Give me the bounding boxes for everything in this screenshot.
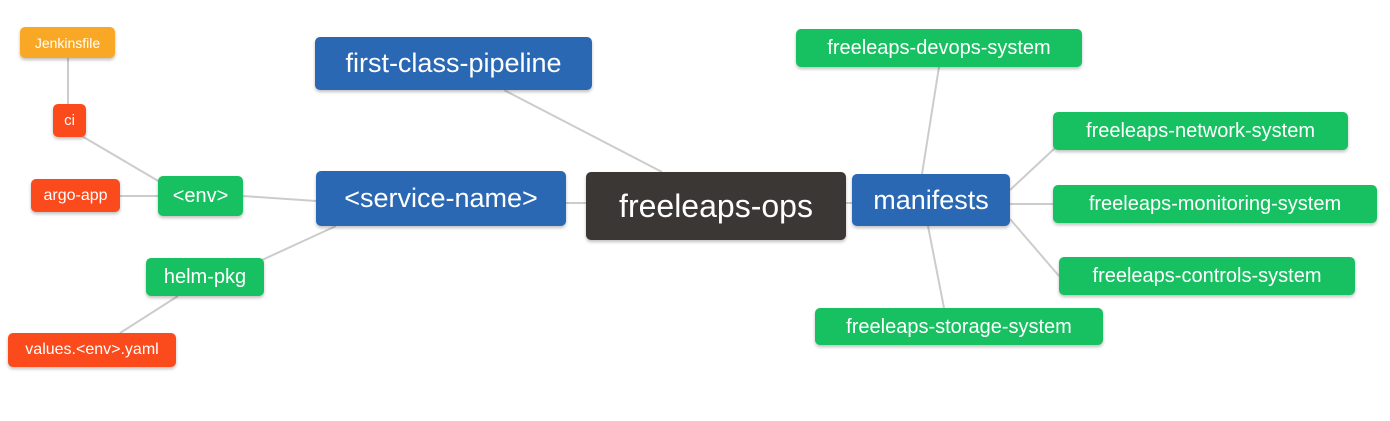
edge-manifests-to-freeleaps-devops-system bbox=[921, 66, 940, 175]
node-freeleaps-ops[interactable]: freeleaps-ops bbox=[586, 172, 846, 240]
node-freeleaps-network-system[interactable]: freeleaps-network-system bbox=[1053, 112, 1348, 150]
node-freeleaps-devops-system[interactable]: freeleaps-devops-system bbox=[796, 29, 1082, 67]
node-helm-pkg[interactable]: helm-pkg bbox=[146, 258, 264, 296]
node-jenkinsfile[interactable]: Jenkinsfile bbox=[20, 27, 115, 58]
node-freeleaps-monitoring-system[interactable]: freeleaps-monitoring-system bbox=[1053, 185, 1377, 223]
node-first-class-pipeline[interactable]: first-class-pipeline bbox=[315, 37, 592, 90]
node-ci[interactable]: ci bbox=[53, 104, 86, 137]
edge-manifests-to-freeleaps-storage-system bbox=[927, 225, 945, 309]
edge-helm-pkg-to-service-name bbox=[261, 225, 337, 261]
edge-manifests-to-freeleaps-controls-system bbox=[1009, 218, 1060, 277]
node-freeleaps-storage-system[interactable]: freeleaps-storage-system bbox=[815, 308, 1103, 345]
node-service-name[interactable]: <service-name> bbox=[316, 171, 566, 226]
node-env[interactable]: <env> bbox=[158, 176, 243, 216]
node-freeleaps-controls-system[interactable]: freeleaps-controls-system bbox=[1059, 257, 1355, 295]
edge-values-env-yaml-to-helm-pkg bbox=[119, 295, 179, 334]
edge-manifests-to-freeleaps-network-system bbox=[1009, 147, 1056, 191]
edge-env-to-service-name bbox=[242, 195, 317, 202]
edge-ci-to-env bbox=[79, 134, 161, 183]
node-argo-app[interactable]: argo-app bbox=[31, 179, 120, 212]
node-manifests[interactable]: manifests bbox=[852, 174, 1010, 226]
node-values-env-yaml[interactable]: values.<env>.yaml bbox=[8, 333, 176, 367]
edge-first-class-pipeline-to-freeleaps-ops bbox=[503, 89, 663, 173]
